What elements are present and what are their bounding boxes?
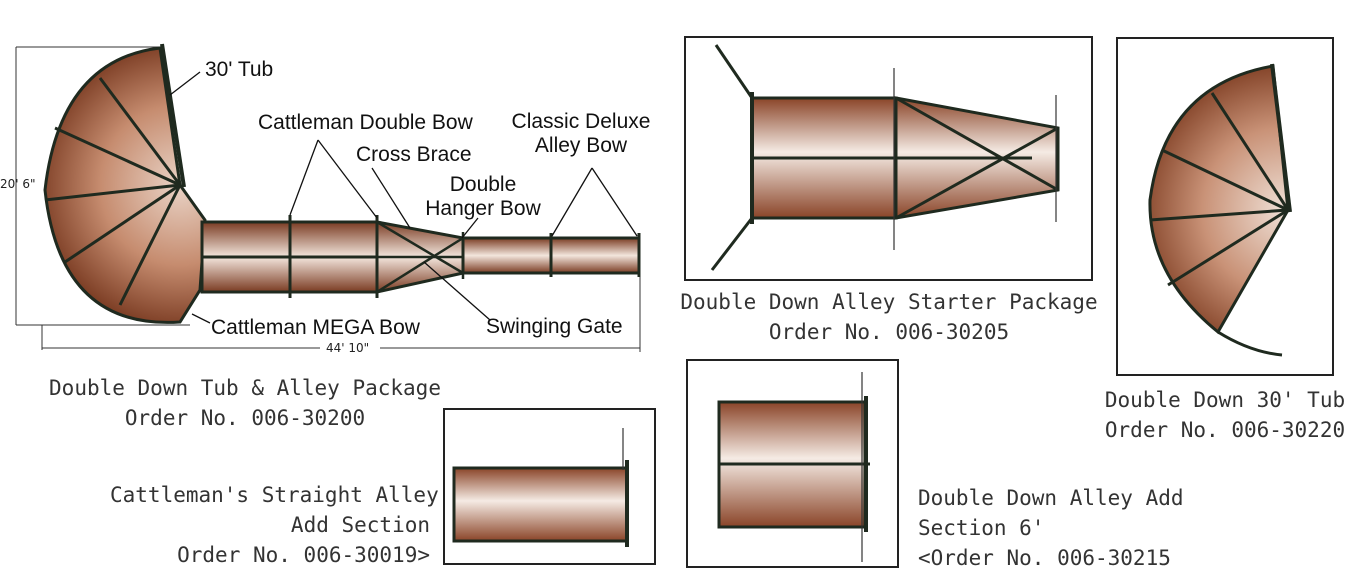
callout-leaders bbox=[169, 71, 638, 324]
product-name-line2: Section 6' bbox=[918, 516, 1045, 540]
dim-length-label: 44' 10" bbox=[323, 341, 373, 355]
caption-tub-only: Double Down 30' Tub Order No. 006-30220 bbox=[1102, 385, 1348, 445]
tub-alley-diagram bbox=[15, 43, 641, 352]
caption-alley-starter: Double Down Alley Starter Package Order … bbox=[680, 287, 1098, 347]
tub-only-diagram bbox=[1116, 37, 1334, 376]
tub-30ft bbox=[43, 46, 207, 324]
product-name-line1: Cattleman's Straight Alley bbox=[110, 483, 439, 507]
order-number: Order No. 006-30019> bbox=[177, 543, 430, 567]
product-name: Double Down 30' Tub bbox=[1104, 388, 1346, 412]
callout-alley-bow-line1: Classic Deluxe bbox=[511, 110, 651, 133]
alley-starter-diagram bbox=[684, 36, 1093, 281]
product-name: Double Down Tub & Alley Package bbox=[49, 376, 441, 400]
tub-gates bbox=[44, 43, 186, 306]
callout-alley-bow: Classic Deluxe Alley Bow bbox=[511, 110, 651, 158]
callout-gate: Swinging Gate bbox=[486, 315, 623, 338]
callout-double-bow: Cattleman Double Bow bbox=[258, 111, 473, 134]
order-number: <Order No. 006-30215 bbox=[918, 546, 1171, 570]
callout-hanger-bow-line1: Double bbox=[449, 173, 517, 196]
product-name-line1: Double Down Alley Add bbox=[918, 486, 1184, 510]
order-number: Order No. 006-30220 bbox=[1104, 418, 1346, 442]
callout-alley-bow-line2: Alley Bow bbox=[534, 134, 628, 157]
alley-add-section-diagram bbox=[686, 359, 899, 568]
caption-alley-add-section: Double Down Alley Add Section 6' <Order … bbox=[918, 483, 1218, 573]
order-number: Order No. 006-30200 bbox=[124, 406, 366, 430]
callout-hanger-bow: Double Hanger Bow bbox=[423, 173, 543, 221]
straight-alley-diagram bbox=[443, 408, 656, 565]
product-name: Double Down Alley Starter Package bbox=[680, 290, 1098, 314]
callout-tub: 30' Tub bbox=[205, 58, 274, 81]
caption-tub-alley-package: Double Down Tub & Alley Package Order No… bbox=[40, 373, 450, 433]
callout-mega-bow: Cattleman MEGA Bow bbox=[211, 316, 420, 339]
product-name-line2: Add Section bbox=[290, 513, 430, 537]
order-number: Order No. 006-30205 bbox=[768, 320, 1010, 344]
callout-hanger-bow-line2: Hanger Bow bbox=[425, 197, 541, 220]
callout-cross-brace: Cross Brace bbox=[356, 143, 472, 166]
caption-straight-alley: Cattleman's Straight Alley Add Section O… bbox=[110, 480, 439, 570]
dim-height-label: 20' 6" bbox=[0, 177, 36, 191]
